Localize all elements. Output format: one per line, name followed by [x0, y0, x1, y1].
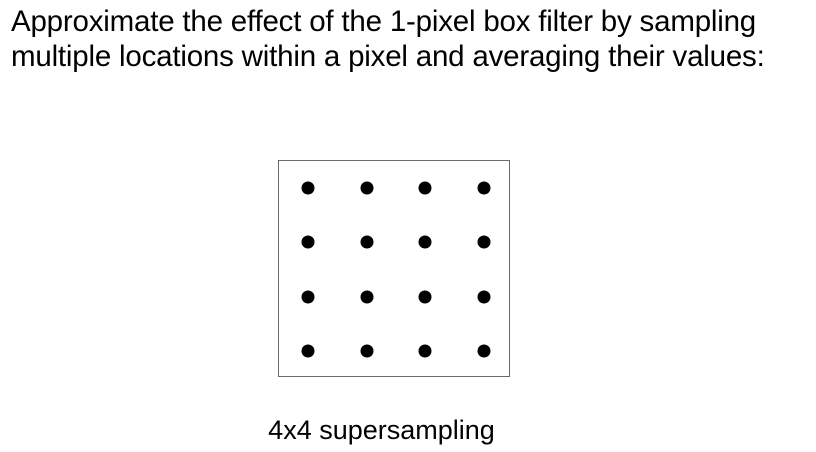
heading-line-1: Approximate the effect of the 1-pixel bo…: [11, 5, 757, 38]
pixel-square: [278, 160, 510, 377]
sample-dot: [477, 181, 491, 195]
heading-line-2: multiple locations within a pixel and av…: [11, 40, 765, 73]
sample-dot: [301, 181, 315, 195]
sample-dot: [477, 290, 491, 304]
sample-dot: [360, 344, 374, 358]
sample-dot: [477, 235, 491, 249]
sample-dot: [418, 181, 432, 195]
sample-dot: [360, 235, 374, 249]
sample-dot: [418, 344, 432, 358]
slide-heading: Approximate the effect of the 1-pixel bo…: [11, 4, 811, 74]
sample-dot: [360, 181, 374, 195]
sample-dot: [301, 344, 315, 358]
sample-dot: [418, 235, 432, 249]
sample-dot: [301, 290, 315, 304]
sample-dot: [418, 290, 432, 304]
sample-dot: [360, 290, 374, 304]
sample-dot: [477, 344, 491, 358]
diagram-caption: 4x4 supersampling: [268, 415, 495, 445]
sample-dot: [301, 235, 315, 249]
